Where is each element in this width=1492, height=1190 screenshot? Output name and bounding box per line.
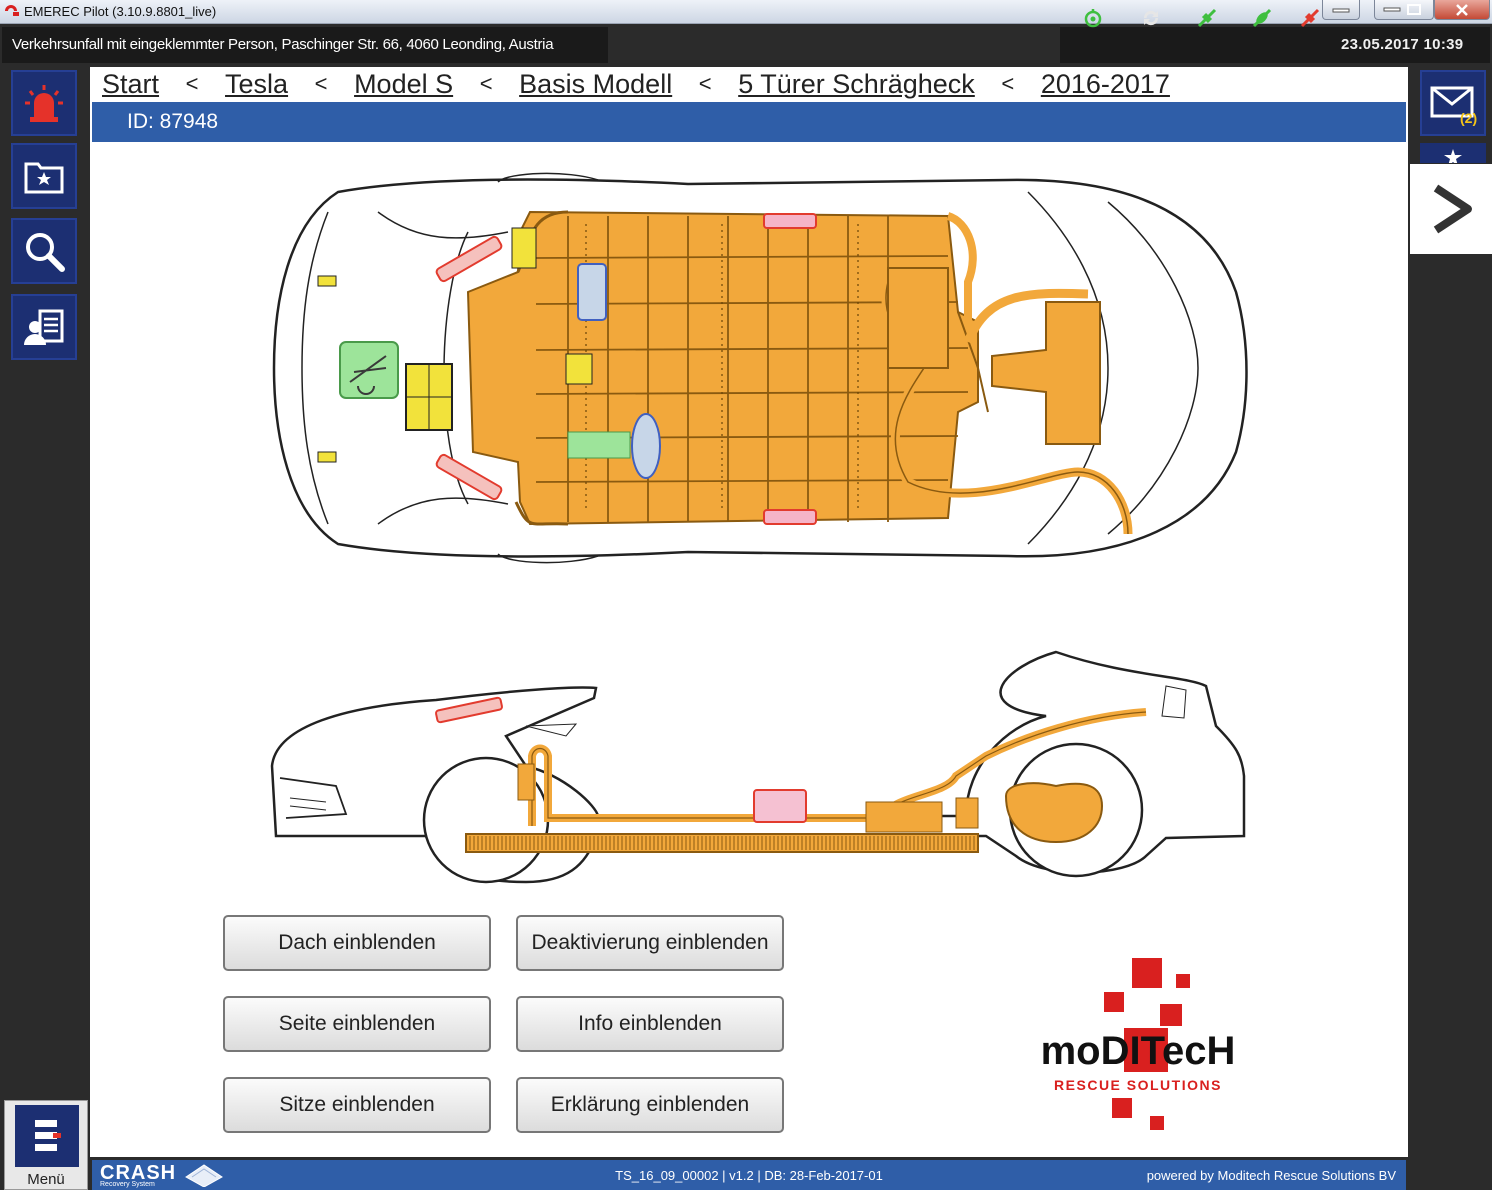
window-titlebar: EMEREC Pilot (3.10.9.8801_live) xyxy=(0,0,1492,24)
show-explanation-button[interactable]: Erklärung einblenden xyxy=(516,1077,784,1133)
gps-ok-icon[interactable] xyxy=(1082,7,1104,29)
status-footer: CRASH Recovery System TS_16_09_00002 | v… xyxy=(92,1160,1406,1190)
maximize-button[interactable] xyxy=(1374,0,1434,20)
mail-icon xyxy=(1430,86,1474,118)
messages-button[interactable]: (2) xyxy=(1420,70,1486,136)
sync-icon[interactable] xyxy=(1140,7,1162,29)
show-deactivation-button[interactable]: Deaktivierung einblenden xyxy=(516,915,784,971)
nav-search-button[interactable] xyxy=(11,218,77,284)
version-info: TS_16_09_00002 | v1.2 | DB: 28-Feb-2017-… xyxy=(615,1168,883,1183)
breadcrumb-start[interactable]: Start xyxy=(102,68,160,99)
server-ok-icon[interactable] xyxy=(1251,7,1273,29)
nav-favorites-button[interactable] xyxy=(11,143,77,209)
crash-logo-icon xyxy=(185,1164,223,1187)
moditech-tagline: Rescue Solutions xyxy=(1054,1077,1222,1093)
app-logo-icon xyxy=(5,5,19,16)
datetime: 23.05.2017 10:39 xyxy=(1341,36,1464,53)
crash-logo-text: CRASH xyxy=(100,1162,177,1184)
powered-by: powered by Moditech Rescue Solutions BV xyxy=(1146,1168,1396,1183)
show-seats-button[interactable]: Sitze einblenden xyxy=(223,1077,491,1133)
connection-alert-icon[interactable] xyxy=(1299,7,1321,29)
contacts-icon xyxy=(24,309,64,345)
search-icon xyxy=(26,233,65,272)
menu-icon xyxy=(35,1120,61,1151)
breadcrumb-model[interactable]: Model S xyxy=(354,68,454,99)
menu-icon-box xyxy=(15,1105,79,1167)
chevron-right-icon xyxy=(1433,184,1472,234)
breadcrumb-separator: < xyxy=(1001,71,1015,96)
breadcrumb-separator: < xyxy=(479,71,493,96)
moditech-wordmark: moDITecH xyxy=(1041,1029,1236,1073)
show-side-button[interactable]: Seite einblenden xyxy=(223,996,491,1052)
minimize-button[interactable] xyxy=(1322,0,1360,20)
favorites-folder-icon xyxy=(24,162,64,194)
breadcrumb-years[interactable]: 2016-2017 xyxy=(1040,68,1170,99)
show-roof-button[interactable]: Dach einblenden xyxy=(223,915,491,971)
breadcrumb-body[interactable]: 5 Türer Schrägheck xyxy=(738,68,975,99)
connection-ok-icon[interactable] xyxy=(1196,7,1218,29)
breadcrumb-separator: < xyxy=(698,71,712,96)
incident-description: Verkehrsunfall mit eingeklemmter Person,… xyxy=(2,27,608,63)
menu-button[interactable]: Menü xyxy=(4,1100,88,1190)
window-title: EMEREC Pilot (3.10.9.8801_live) xyxy=(24,4,217,19)
crash-logo: CRASH Recovery System xyxy=(100,1162,176,1188)
breadcrumb-separator: < xyxy=(314,71,328,96)
siren-icon xyxy=(25,85,63,122)
favorites-side-button[interactable] xyxy=(1420,143,1486,163)
breadcrumb: Start < Tesla < Model S < Basis Modell <… xyxy=(102,67,1170,101)
nav-alarm-button[interactable] xyxy=(11,70,77,136)
menu-label: Menü xyxy=(27,1171,65,1188)
star-icon xyxy=(1444,149,1462,163)
moditech-logo: moDITecH Rescue Solutions xyxy=(1041,958,1236,1130)
nav-contacts-button[interactable] xyxy=(11,294,77,360)
restore-icon xyxy=(1383,3,1421,15)
minimize-icon xyxy=(1332,8,1350,12)
breadcrumb-separator: < xyxy=(185,71,199,96)
close-icon xyxy=(1456,3,1468,16)
status-panel xyxy=(1060,27,1490,63)
vehicle-id-bar xyxy=(92,102,1406,142)
close-button[interactable] xyxy=(1434,0,1490,20)
mail-count-badge: (2) xyxy=(1460,110,1478,126)
vehicle-top-view-diagram[interactable] xyxy=(268,172,1250,564)
vehicle-side-view-diagram[interactable] xyxy=(266,646,1250,886)
breadcrumb-variant[interactable]: Basis Modell xyxy=(519,68,673,99)
crash-logo-subtitle: Recovery System xyxy=(100,1181,155,1188)
vehicle-id: ID: 87948 xyxy=(127,110,219,133)
show-info-button[interactable]: Info einblenden xyxy=(516,996,784,1052)
next-page-button[interactable] xyxy=(1410,164,1492,254)
breadcrumb-make[interactable]: Tesla xyxy=(225,68,289,99)
